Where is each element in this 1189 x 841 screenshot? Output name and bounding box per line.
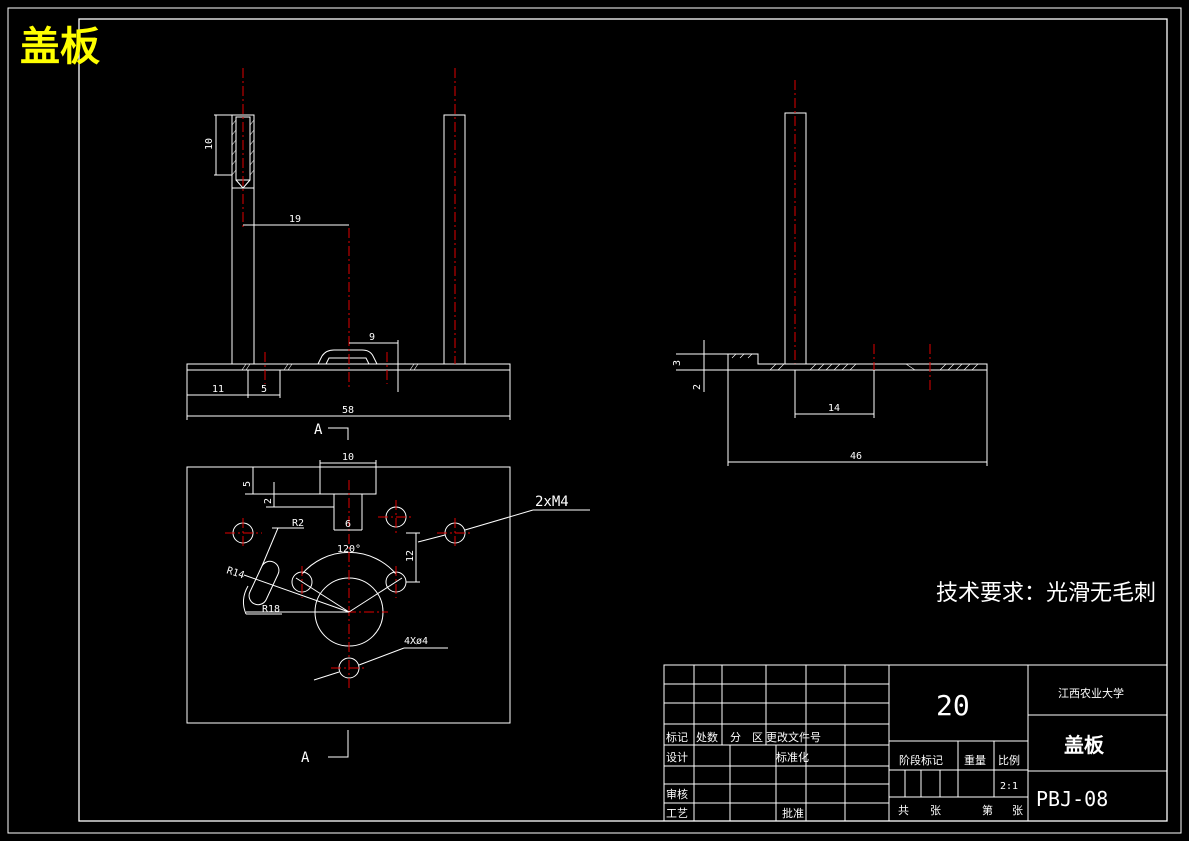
dim-front-19: 19 bbox=[289, 214, 301, 225]
tb-count: 处数 bbox=[696, 731, 718, 744]
side-hatching bbox=[731, 353, 979, 371]
slot bbox=[248, 560, 280, 606]
dim-top-r18: R18 bbox=[262, 604, 280, 615]
tb-sheets: 张 bbox=[930, 804, 941, 817]
section-label-top: A bbox=[314, 422, 323, 438]
dim-top-6: 6 bbox=[345, 519, 351, 530]
tb-part-name: 盖板 bbox=[1064, 733, 1105, 757]
title-block: 标记 处数 分 区 更改文件号 设计 标准化 审核 工艺 批准 20 阶段标记 … bbox=[663, 664, 1168, 822]
tb-process: 工艺 bbox=[666, 807, 688, 820]
tb-drawing-no: PBJ-08 bbox=[1036, 787, 1108, 811]
tb-mark: 标记 bbox=[666, 730, 688, 744]
top-notch bbox=[319, 466, 377, 495]
top-view: 10 5 2 6 12 120° R2 R14 R18 2xM4 4Xø4 bbox=[186, 452, 590, 766]
dim-front-11: 11 bbox=[212, 384, 224, 395]
tb-stage: 阶段标记 bbox=[899, 753, 943, 767]
front-view: 10 19 9 11 5 58 A bbox=[186, 68, 511, 440]
tb-zone: 分 bbox=[730, 731, 741, 744]
tech-requirement: 技术要求：光滑无毛刺 bbox=[936, 581, 1156, 606]
tb-weight: 重量 bbox=[964, 753, 986, 767]
dim-top-r2: R2 bbox=[292, 518, 304, 529]
dim-top-5: 5 bbox=[242, 481, 253, 487]
side-view: 3 2 14 46 bbox=[672, 80, 988, 466]
dim-top-12: 12 bbox=[405, 550, 416, 562]
dim-side-14: 14 bbox=[828, 403, 840, 414]
dim-side-46: 46 bbox=[850, 451, 862, 462]
dim-top-holes: 4Xø4 bbox=[404, 636, 428, 647]
dim-side-3: 3 bbox=[672, 360, 683, 366]
tb-check: 审核 bbox=[666, 787, 688, 801]
inner-frame bbox=[78, 18, 1168, 822]
front-handle bbox=[317, 349, 378, 365]
tb-design: 设计 bbox=[666, 751, 688, 764]
dim-front-58: 58 bbox=[342, 405, 354, 416]
dim-top-thread: 2xM4 bbox=[535, 494, 569, 510]
tb-quantity: 20 bbox=[936, 689, 970, 722]
tb-zone2: 区 bbox=[752, 731, 763, 744]
dim-front-9: 9 bbox=[369, 332, 375, 343]
section-label-bottom: A bbox=[301, 750, 310, 766]
dim-front-10: 10 bbox=[204, 138, 215, 150]
tb-school: 江西农业大学 bbox=[1058, 686, 1124, 700]
tb-scale: 2:1 bbox=[1000, 781, 1018, 792]
dim-front-5: 5 bbox=[261, 384, 267, 395]
tb-ratio: 比例 bbox=[998, 753, 1020, 767]
tb-page: 第 bbox=[982, 803, 993, 817]
dim-top-angle: 120° bbox=[337, 544, 361, 555]
dim-top-2: 2 bbox=[263, 498, 274, 504]
base-section-marks bbox=[241, 363, 419, 371]
dim-top-r14: R14 bbox=[225, 565, 246, 581]
tb-approve: 批准 bbox=[782, 806, 804, 820]
outer-frame bbox=[7, 7, 1182, 834]
dim-side-2: 2 bbox=[692, 384, 703, 390]
tb-standard: 标准化 bbox=[776, 750, 809, 764]
tb-docno: 更改文件号 bbox=[766, 730, 821, 744]
dim-top-10: 10 bbox=[342, 452, 354, 463]
tb-page-unit: 张 bbox=[1012, 804, 1023, 817]
tb-total: 共 bbox=[898, 804, 909, 817]
drawing-title: 盖板 bbox=[20, 24, 100, 70]
front-left-post bbox=[231, 114, 255, 365]
